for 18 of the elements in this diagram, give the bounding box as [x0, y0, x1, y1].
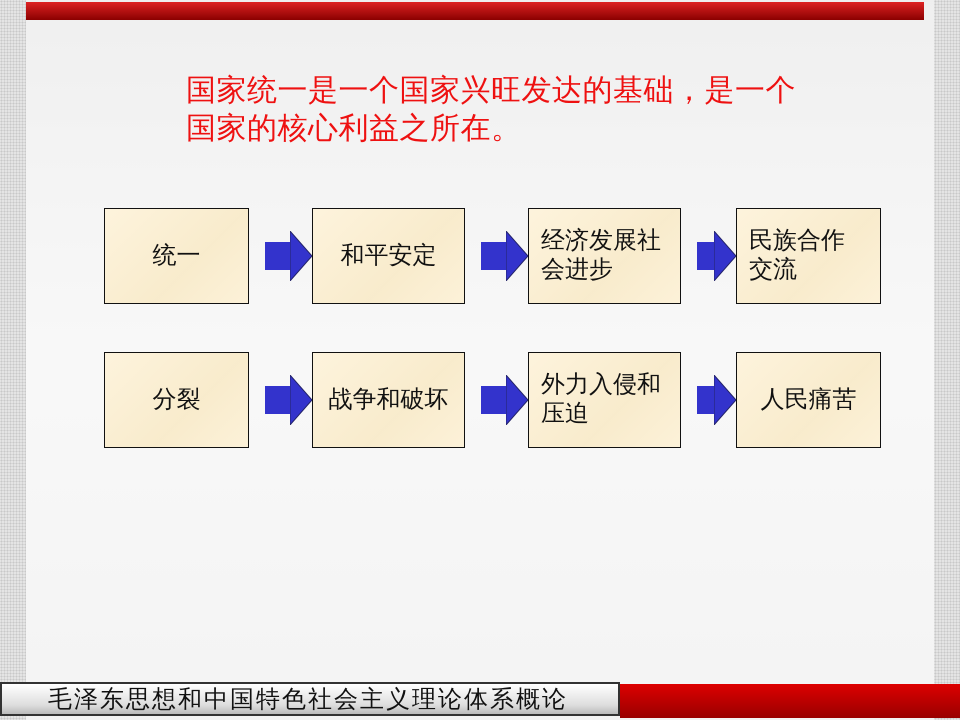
box-text: 统一	[152, 242, 200, 270]
process-box	[104, 208, 249, 304]
process-box	[104, 352, 249, 448]
process-box	[312, 352, 465, 448]
box-text: 人民痛苦	[760, 386, 856, 414]
box-text: 经济发展社会进步	[541, 227, 662, 285]
box-text: 和平安定	[340, 242, 436, 270]
box-text: 战争和破坏	[328, 386, 448, 414]
process-box	[528, 352, 681, 448]
heading: 国家统一是一个国家兴旺发达的基础，是一个国家的核心利益之所在。	[186, 72, 797, 148]
process-box	[528, 208, 681, 304]
box-text: 外力入侵和压迫	[541, 371, 662, 429]
process-box	[736, 352, 881, 448]
process-box	[736, 208, 881, 304]
box-text: 分裂	[152, 386, 200, 414]
box-text: 民族合作交流	[749, 227, 846, 285]
course-title: 毛泽东思想和中国特色社会主义理论体系概论	[48, 686, 568, 715]
process-box	[312, 208, 465, 304]
